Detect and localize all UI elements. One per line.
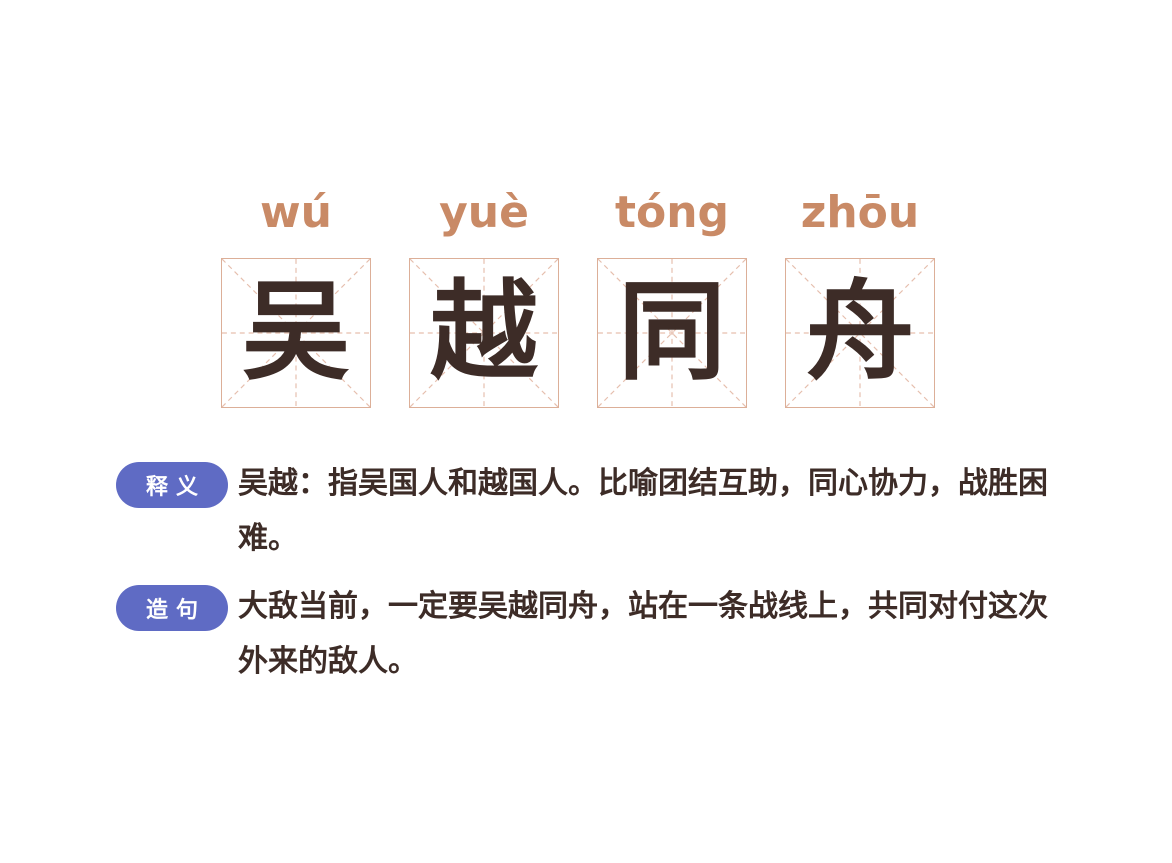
pinyin-1: wú — [260, 187, 332, 238]
explanation-badge: 释义 — [116, 462, 228, 508]
pinyin-4: zhōu — [800, 187, 920, 238]
hanzi-2: 越 — [429, 270, 538, 395]
grid-guides-2 — [410, 259, 558, 407]
idiom-char-1: wú 吴 — [220, 180, 372, 408]
example-row: 造句 大敌当前，一定要吴越同舟，站在一条战线上，共同对付这次外来的敌人。 — [116, 583, 1076, 689]
idiom-char-2: yuè 越 — [408, 180, 560, 408]
tian-grid-2: 越 — [409, 258, 559, 408]
idiom-char-4: zhōu 舟 — [784, 180, 936, 408]
hanzi-1: 吴 — [241, 270, 350, 395]
example-badge: 造句 — [116, 585, 228, 631]
grid-guides-3 — [598, 259, 746, 407]
grid-guides-4 — [786, 259, 934, 407]
hanzi-3: 同 — [617, 270, 726, 395]
grid-guides-1 — [222, 259, 370, 407]
tian-grid-4: 舟 — [785, 258, 935, 408]
pinyin-2: yuè — [439, 187, 529, 238]
idiom-display: wú 吴 yuè 越 tóng — [220, 180, 936, 408]
tian-grid-1: 吴 — [221, 258, 371, 408]
explanation-row: 释义 吴越：指吴国人和越国人。比喻团结互助，同心协力，战胜困难。 — [116, 460, 1076, 566]
hanzi-4: 舟 — [805, 270, 914, 395]
idiom-char-3: tóng 同 — [596, 180, 748, 408]
pinyin-3: tóng — [614, 187, 730, 238]
example-text: 大敌当前，一定要吴越同舟，站在一条战线上，共同对付这次外来的敌人。 — [238, 589, 1048, 679]
tian-grid-3: 同 — [597, 258, 747, 408]
explanation-text: 吴越：指吴国人和越国人。比喻团结互助，同心协力，战胜困难。 — [238, 466, 1048, 556]
